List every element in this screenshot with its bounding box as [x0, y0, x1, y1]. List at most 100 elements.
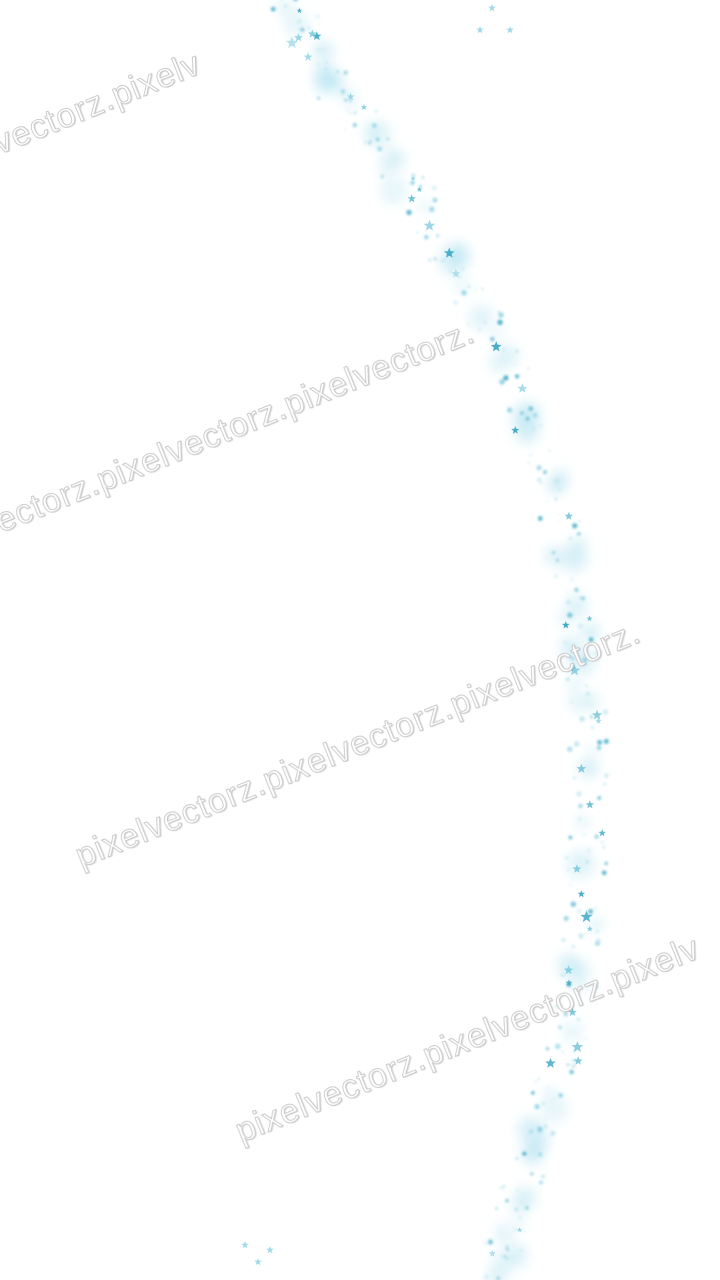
sparkle-glow-blob [380, 176, 408, 204]
sparkle-dot [497, 310, 500, 313]
sparkle-dot [498, 312, 504, 318]
sparkle-dot [449, 270, 451, 273]
sparkle-dot [483, 1274, 489, 1280]
sparkle-dot [347, 91, 350, 94]
sparkle-dot [583, 833, 586, 836]
sparkle-star [490, 341, 502, 352]
sparkle-dot [406, 209, 412, 216]
sparkle-star [585, 800, 595, 809]
sparkle-dot [576, 908, 582, 914]
sparkle-dot [534, 1080, 538, 1084]
sparkle-dot [515, 374, 520, 379]
sparkle-dot [594, 834, 599, 839]
sparkle-dot [565, 677, 570, 682]
sparkle-dot [558, 1025, 562, 1029]
sparkle-dot [603, 738, 609, 744]
sparkle-dot [539, 1180, 543, 1185]
sparkle-glow-blob [562, 1021, 584, 1043]
sparkle-star [285, 36, 299, 49]
sparkle-dot [590, 715, 594, 719]
sparkle-dot [596, 745, 602, 751]
sparkle-dot [516, 1210, 518, 1212]
sparkle-glow-blob [587, 745, 600, 757]
sparkle-dot [571, 945, 575, 948]
sparkle-dot [601, 870, 607, 876]
sparkle-dot [567, 868, 570, 872]
sparkle-dot [597, 739, 603, 745]
sparkle-dot [429, 206, 435, 212]
sparkle-dot [571, 1064, 576, 1068]
sparkle-dot [526, 417, 530, 421]
sparkle-dot [527, 367, 530, 370]
sparkle-dot [583, 826, 586, 829]
sparkle-dot [453, 300, 459, 306]
sparkle-dot [560, 973, 565, 978]
sparkle-dot [520, 1249, 522, 1251]
sparkle-star [571, 1041, 584, 1052]
sparkle-dots [270, 0, 609, 1280]
sparkle-star [307, 29, 317, 38]
sparkle-dot [433, 257, 437, 260]
sparkle-dot [576, 791, 582, 797]
sparkle-dot [545, 1047, 549, 1051]
sparkle-dot [506, 1248, 509, 1251]
sparkle-star [511, 426, 520, 434]
sparkle-dot [566, 1063, 570, 1066]
sparkle-dot [505, 1245, 509, 1249]
sparkle-dot [564, 641, 567, 644]
sparkle-dot [540, 1174, 546, 1179]
sparkle-dot [316, 62, 320, 66]
sparkle-dot [545, 499, 549, 503]
sparkle-dot [352, 122, 357, 128]
sparkle-star [451, 269, 461, 278]
sparkle-star [517, 383, 528, 393]
sparkle-dot [585, 684, 588, 687]
sparkle-dot [496, 1276, 500, 1280]
sparkle-dot [515, 1157, 518, 1160]
sparkle-dot [428, 258, 431, 261]
sparkle-dot [595, 938, 601, 944]
sparkle-glow-blob [420, 201, 432, 212]
sparkle-dot [578, 1003, 582, 1007]
sparkle-dot [507, 407, 513, 413]
sparkle-dot [421, 175, 425, 179]
sparkle-dot [532, 412, 538, 418]
sparkle-dot [364, 141, 367, 143]
sparkle-dot [572, 523, 578, 529]
sparkle-dot [319, 47, 324, 52]
sparkle-star [586, 925, 593, 932]
sparkle-dot [416, 231, 419, 234]
sparkle-dot [499, 1185, 505, 1191]
sparkle-dot [592, 979, 594, 981]
sparkle-dot [436, 234, 439, 238]
sparkle-dot [497, 319, 503, 326]
sparkle-dot [501, 347, 506, 352]
sparkle-dot [371, 123, 377, 128]
sparkle-star [312, 31, 322, 41]
sparkle-dot [522, 1151, 527, 1156]
sparkle-dot [590, 725, 595, 730]
sparkle-dot [343, 70, 348, 75]
sparkle-dot [565, 855, 569, 860]
sparkle-dot [503, 1184, 506, 1188]
sparkle-dot [466, 323, 470, 326]
sparkle-dot [479, 328, 482, 331]
sparkle-dot [561, 1050, 564, 1053]
sparkle-dot [461, 290, 467, 296]
sparkle-dot [528, 406, 534, 411]
sparkle-stars [241, 4, 606, 1266]
sparkle-star [577, 890, 586, 898]
sparkle-star [488, 1249, 496, 1257]
sparkle-star [595, 717, 602, 724]
sparkle-star [294, 33, 303, 42]
sparkle-star [346, 92, 355, 100]
sparkle-dot [537, 1126, 543, 1133]
sparkle-dot [579, 596, 582, 599]
sparkle-dot [432, 197, 438, 203]
sparkle-dot [542, 1155, 544, 1157]
sparkle-dot [306, 25, 312, 31]
sparkle-glow-blob [522, 1143, 538, 1159]
sparkle-dot [503, 375, 509, 381]
sparkle-glow-blob [561, 545, 588, 573]
